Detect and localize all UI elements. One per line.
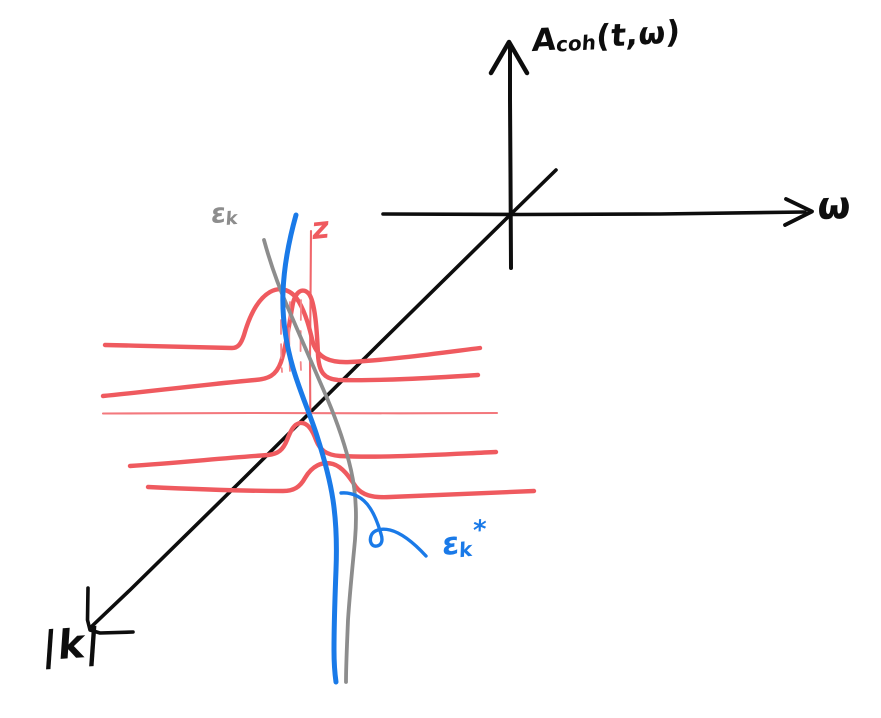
- vertical-axis-arrowhead: [488, 39, 530, 76]
- renorm-dispersion-label-superscript: *: [472, 514, 487, 547]
- bare-dispersion-curve: [262, 238, 358, 684]
- renorm-dispersion-label-subscript: k: [458, 536, 473, 563]
- axis-label-k-magnitude: |k|: [40, 619, 103, 671]
- axis-label-acoh: Acoh(t,ω): [530, 13, 682, 60]
- bare-dispersion-label: εk: [210, 198, 239, 231]
- renorm-dispersion-label-main: ε: [441, 524, 460, 564]
- spectral-curve-1: [102, 287, 483, 365]
- horizontal-axis: [381, 197, 814, 227]
- z-marker-vertical-line: [308, 229, 313, 415]
- axis-label-acoh-args: (t,ω): [595, 13, 682, 56]
- spectral-curve-4: [127, 420, 499, 469]
- spectral-curve-5: [145, 461, 537, 500]
- axis-label-acoh-subscript: coh: [555, 30, 597, 57]
- bare-dispersion-label-subscript: k: [224, 207, 239, 230]
- diagonal-axis-arrowhead: [85, 586, 135, 635]
- axis-label-omega: ω: [816, 182, 853, 229]
- renormalized-dispersion-curve: [280, 212, 339, 685]
- spectral-curve-2: [100, 288, 481, 399]
- renormalized-dispersion-label: εk*: [441, 514, 487, 564]
- quasiparticle-weight-label: z: [310, 210, 331, 248]
- horizontal-axis-arrowhead: [783, 197, 814, 227]
- eps-star-leader-line: [339, 491, 428, 558]
- vertical-axis: [488, 39, 530, 270]
- spectral-curve-3-flat: [101, 411, 499, 415]
- spectral-curves-group: [100, 229, 537, 500]
- axis-label-acoh-main: A: [530, 21, 558, 60]
